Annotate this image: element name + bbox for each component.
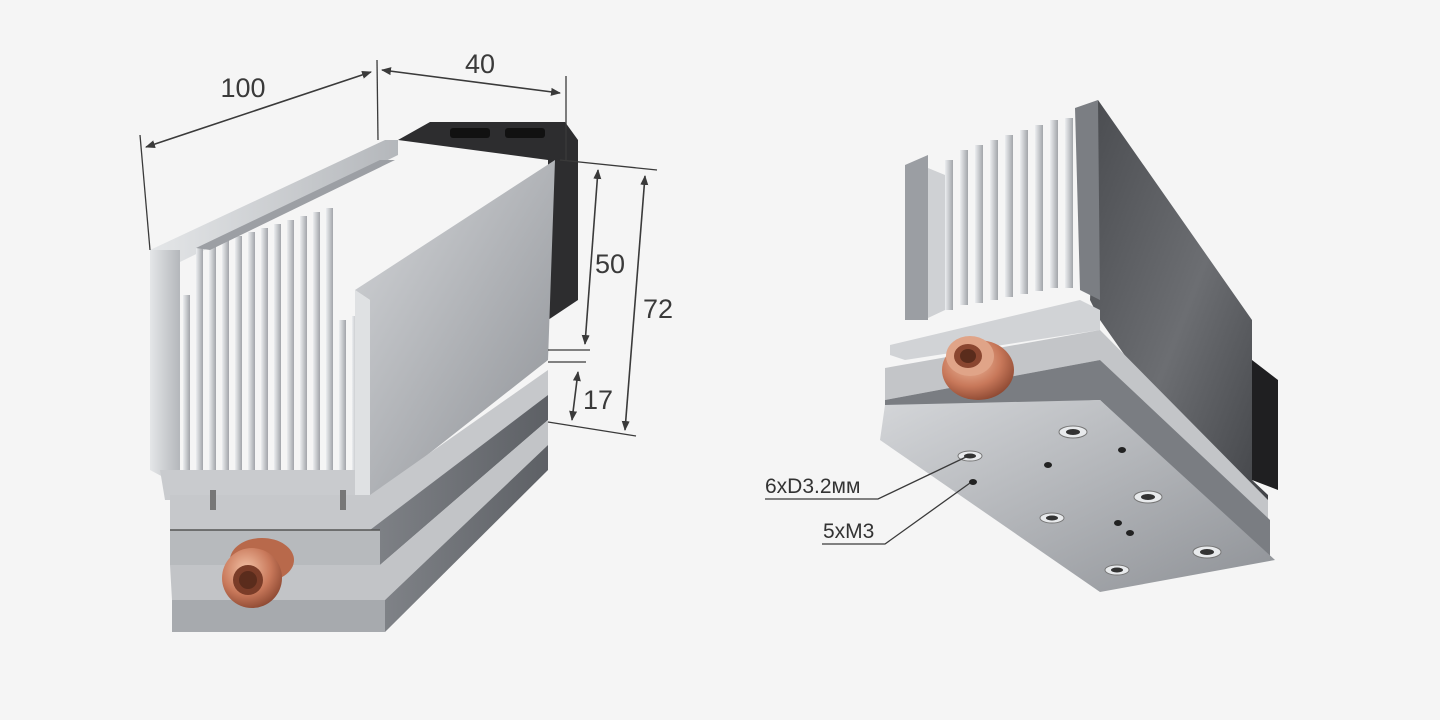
- heatsink-side-panel: [355, 160, 555, 500]
- dimension-width: 40: [381, 49, 567, 160]
- dimension-length: 100: [139, 59, 379, 251]
- callout-threaded-holes: 5xM3: [822, 482, 971, 545]
- callout-through-holes: 6xD3.2мм: [765, 456, 967, 500]
- dimension-width-label: 40: [465, 49, 495, 79]
- heatsink-side-panel: [1090, 100, 1268, 560]
- base-plate-lower: [170, 420, 548, 600]
- heatsink-flange: [890, 300, 1100, 360]
- callout-threaded-holes-label: 5xM3: [823, 520, 874, 543]
- dimension-fin-height-label: 50: [595, 249, 625, 279]
- left-heatsink-view: 100 40 50 72 17: [139, 49, 673, 632]
- base-bottom-face: [880, 400, 1275, 592]
- copper-fitting: [942, 336, 1014, 400]
- through-holes: [957, 425, 1222, 576]
- dimension-total-height-label: 72: [643, 294, 673, 324]
- heatsink-left-wall: [150, 250, 180, 478]
- heatsink-fins: [905, 118, 1073, 320]
- base-plate-upper: [170, 370, 548, 530]
- threaded-holes: [969, 447, 1134, 536]
- screw-post: [210, 490, 216, 510]
- right-heatsink-view: 6xD3.2мм 5xM3: [765, 100, 1278, 592]
- dimension-base-height-label: 17: [583, 385, 613, 415]
- dimension-length-label: 100: [220, 73, 265, 103]
- fan-body: [398, 122, 578, 320]
- dimension-base-height: 17: [548, 361, 613, 421]
- fan-slot: [450, 128, 490, 138]
- fan-body: [1252, 360, 1278, 490]
- fan-slot: [505, 128, 545, 138]
- callout-through-holes-label: 6xD3.2мм: [765, 475, 860, 498]
- copper-fitting: [222, 538, 294, 608]
- dimension-total-height: 72: [547, 175, 673, 437]
- dimension-fin-height: 50: [548, 159, 658, 351]
- screw-post: [340, 490, 346, 510]
- heatsink-top-flange: [150, 140, 398, 270]
